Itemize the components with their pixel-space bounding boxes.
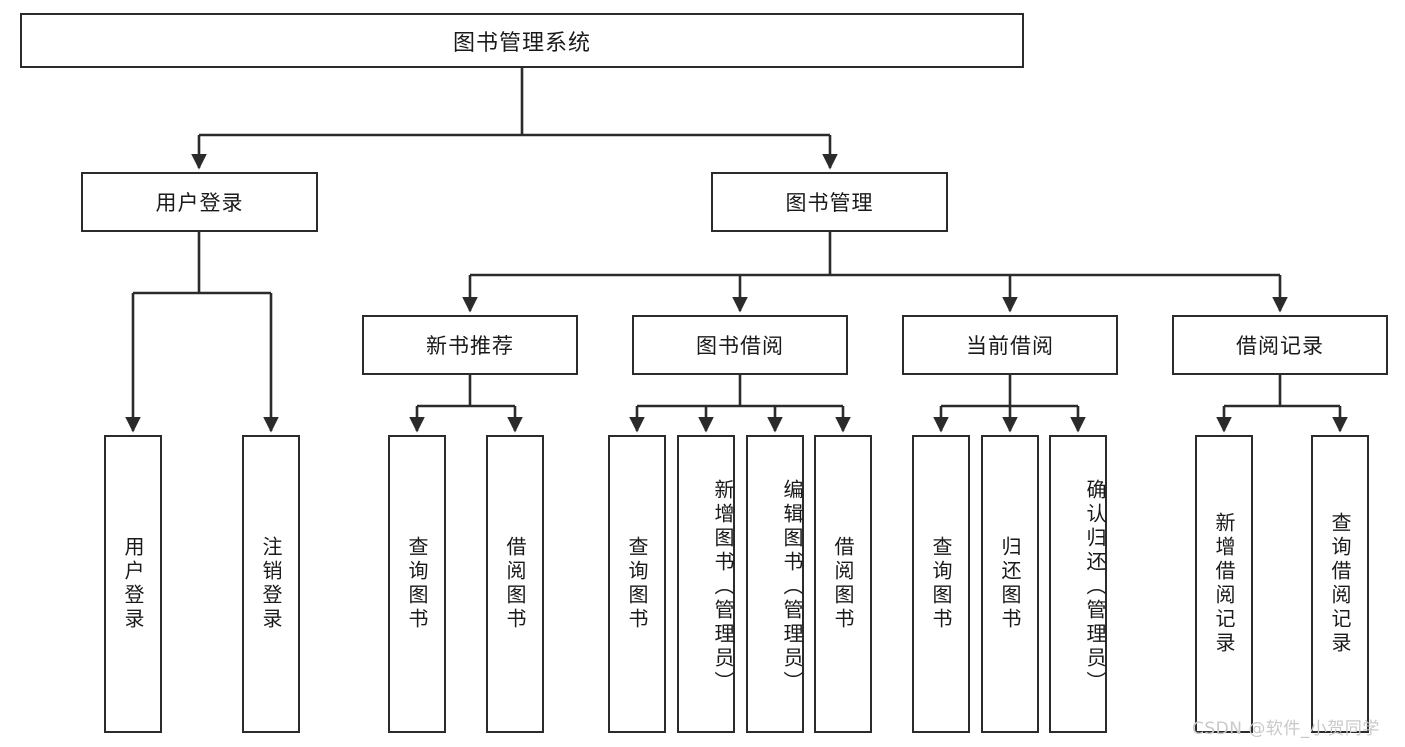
leaf-borrow-record-query-record[interactable]: 查询借阅记录	[1311, 435, 1369, 733]
node-label: 新书推荐	[426, 334, 514, 358]
leaf-book-borrow-edit-book-admin[interactable]: 编辑图书（管理员）	[746, 435, 804, 733]
node-book-management[interactable]: 图书管理	[711, 172, 948, 232]
leaf-borrow-record-add-record[interactable]: 新增借阅记录	[1195, 435, 1253, 733]
node-label: 新增借阅记录	[1212, 512, 1236, 656]
node-label: 确认归还（管理员）	[1083, 479, 1107, 695]
leaf-book-borrow-borrow-book[interactable]: 借阅图书	[814, 435, 872, 733]
node-book-borrow[interactable]: 图书借阅	[632, 315, 848, 375]
leaf-current-borrow-confirm-return-admin[interactable]: 确认归还（管理员）	[1049, 435, 1107, 733]
node-label: 当前借阅	[966, 334, 1054, 358]
node-label: 归还图书	[998, 536, 1022, 632]
node-new-book-recommend[interactable]: 新书推荐	[362, 315, 578, 375]
leaf-book-borrow-query-book[interactable]: 查询图书	[608, 435, 666, 733]
leaf-user-login-logout[interactable]: 注销登录	[242, 435, 300, 733]
leaf-book-borrow-add-book-admin[interactable]: 新增图书（管理员）	[677, 435, 735, 733]
node-user-login[interactable]: 用户登录	[81, 172, 318, 232]
node-label: 用户登录	[155, 191, 244, 215]
node-root-book-management-system[interactable]: 图书管理系统	[20, 13, 1024, 68]
node-label: 图书借阅	[696, 334, 784, 358]
node-label: 查询图书	[625, 536, 649, 632]
leaf-user-login-login[interactable]: 用户登录	[104, 435, 162, 733]
node-current-borrow[interactable]: 当前借阅	[902, 315, 1118, 375]
node-label: 注销登录	[259, 536, 283, 632]
node-label: 借阅图书	[831, 536, 855, 632]
node-label: 查询借阅记录	[1328, 512, 1352, 656]
node-label: 借阅记录	[1236, 334, 1324, 358]
leaf-current-borrow-query-book[interactable]: 查询图书	[912, 435, 970, 733]
node-label: 借阅图书	[503, 536, 527, 632]
leaf-new-book-borrow-book[interactable]: 借阅图书	[486, 435, 544, 733]
node-label: 新增图书（管理员）	[711, 479, 735, 695]
leaf-current-borrow-return-book[interactable]: 归还图书	[981, 435, 1039, 733]
leaf-new-book-query-book[interactable]: 查询图书	[388, 435, 446, 733]
node-label: 用户登录	[121, 536, 145, 632]
node-label: 图书管理	[785, 191, 874, 215]
node-label: 查询图书	[405, 536, 429, 632]
node-borrow-record[interactable]: 借阅记录	[1172, 315, 1388, 375]
node-label: 查询图书	[929, 536, 953, 632]
node-label: 编辑图书（管理员）	[780, 479, 804, 695]
node-label: 图书管理系统	[452, 30, 591, 56]
